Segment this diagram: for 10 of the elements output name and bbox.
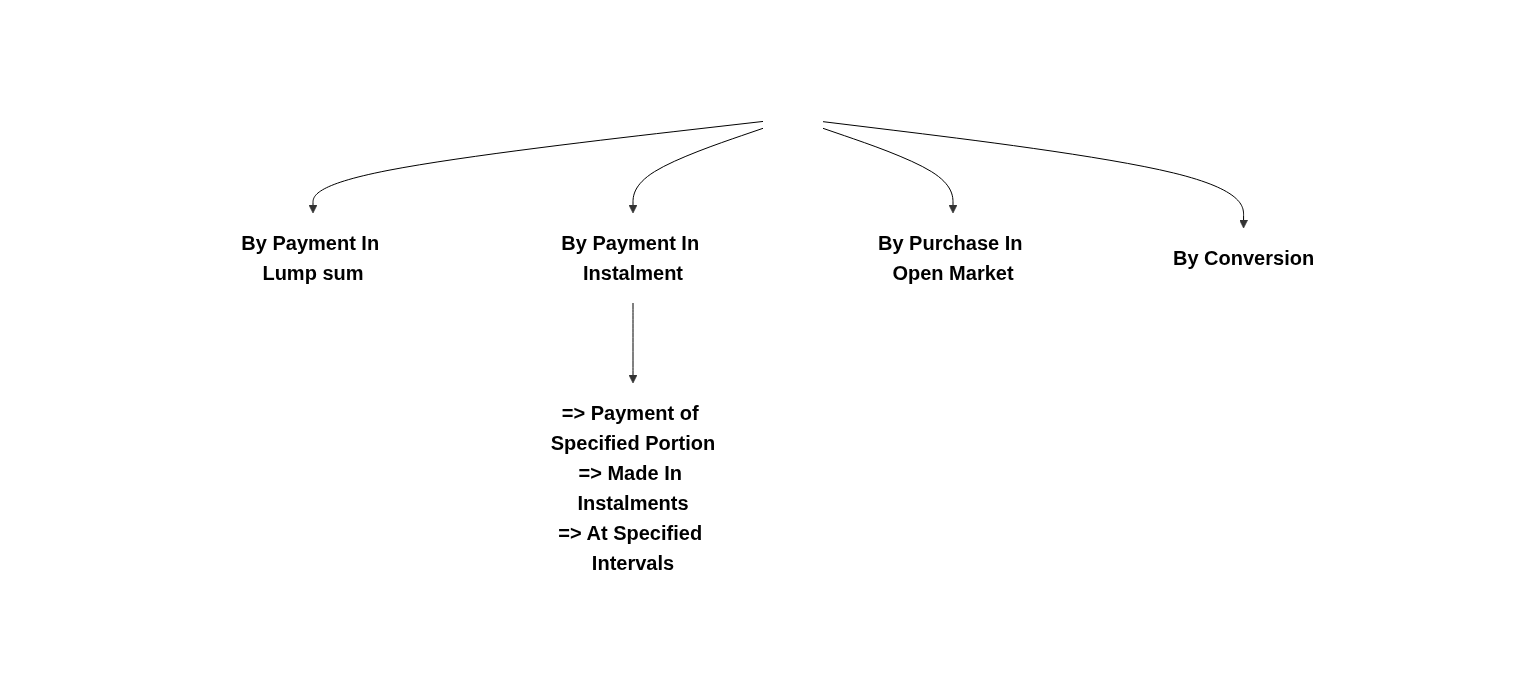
arrow xyxy=(629,127,764,214)
arrow xyxy=(629,302,638,384)
node-text: By Payment In Lump sum xyxy=(241,232,380,284)
node-text: By Payment In Instalment xyxy=(561,232,700,284)
node-text: => Payment of Specified Portion => Made In Instalments => At Specified Intervals xyxy=(551,402,716,574)
node-text: By Conversion xyxy=(1173,247,1315,269)
node-text: By Purchase In Open Market xyxy=(878,232,1023,284)
arrow xyxy=(309,120,764,214)
arrow xyxy=(822,121,1249,229)
arrow xyxy=(822,127,958,214)
